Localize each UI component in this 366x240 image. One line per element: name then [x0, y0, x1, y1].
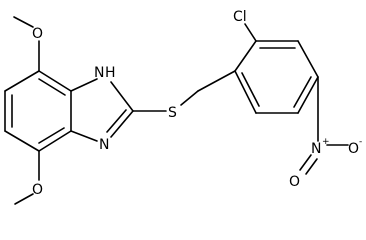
bond-ph-6: [234, 70, 257, 114]
bond-benz-6: [4, 70, 40, 92]
atom-n-nitro: N: [311, 141, 321, 157]
bond-ring-cl: [244, 23, 257, 42]
bond-ph-3: [297, 40, 319, 78]
atom-o-nitro-minus: O: [348, 141, 359, 157]
bond-o-bottom-methyl: [14, 193, 34, 205]
bond-methyl-o-top: [13, 16, 34, 28]
atom-cl: Cl: [233, 9, 247, 25]
bond-n-o-double-1: [299, 154, 312, 171]
atom-n-nh: N: [94, 65, 104, 81]
bond-benz-1: [38, 70, 72, 92]
bond-ph-1: [234, 40, 257, 72]
atom-h-nh: H: [105, 65, 116, 81]
bond-ph-inner-2: [293, 76, 312, 108]
bond-c2-n3: [110, 110, 134, 138]
atom-s: S: [168, 105, 177, 121]
bond-benz-3: [38, 130, 72, 152]
bond-ph-inner-3: [241, 72, 260, 107]
bond-nh-c2: [110, 81, 134, 112]
atom-o-bottom: O: [32, 182, 43, 198]
bond-c7a-nh: [70, 78, 98, 92]
atom-n-nitro-charge: +: [322, 137, 330, 147]
bond-ch2-ring: [197, 70, 236, 92]
bond-c2-n3-double: [106, 109, 127, 133]
bond-benz-inner-1: [38, 78, 66, 96]
atom-o-top: O: [32, 26, 43, 42]
bond-n-o-double-2: [305, 158, 318, 175]
bond-ph-4: [297, 76, 319, 114]
bond-benz-inner-2: [38, 127, 65, 144]
atom-o-nitro: O: [289, 174, 300, 190]
bond-s-ch2: [180, 90, 199, 106]
chemical-structure-diagram: O O N H N S Cl N + O - O: [4, 9, 362, 205]
atom-o-nitro-minus-charge: -: [359, 137, 362, 147]
bond-n3-c3a: [70, 130, 98, 142]
atom-n-bottom: N: [99, 137, 109, 153]
bond-benz-4: [4, 130, 40, 152]
